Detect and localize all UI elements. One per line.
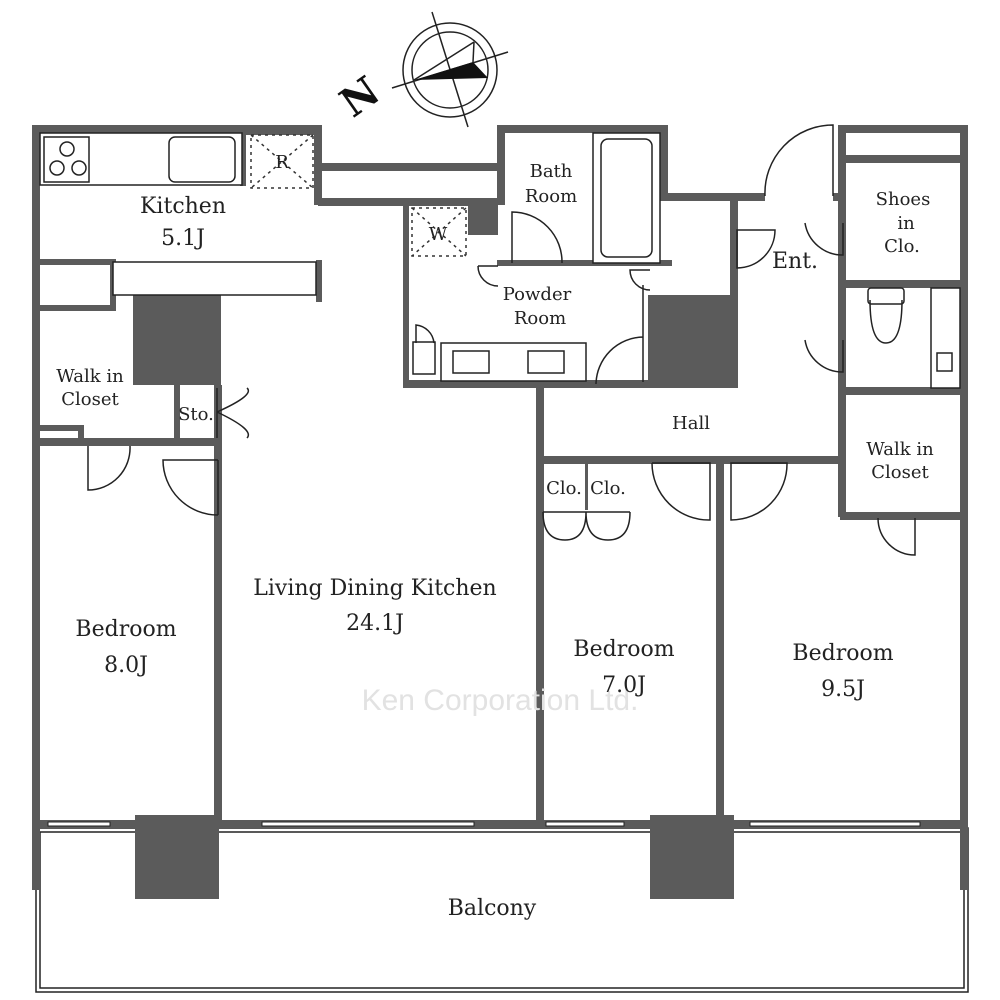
closet-2-label: Clo. [590, 478, 626, 499]
doors [87, 124, 916, 556]
bedroom-2-size: 7.0J [602, 673, 646, 698]
bath-label-1: Bath [530, 161, 573, 182]
washer-label: W [429, 224, 448, 245]
bedroom-2-label: Bedroom [573, 637, 674, 662]
walk-in-right-label-1: Walk in [866, 439, 934, 460]
washer-space [411, 207, 467, 257]
kitchen-counter [39, 132, 243, 186]
toilet-icon [867, 287, 961, 389]
shoes-label-3: Clo. [884, 236, 920, 257]
watermark: Ken Corporation Ltd. [362, 684, 639, 717]
shoes-label-1: Shoes [876, 189, 931, 210]
kitchen-label: Kitchen [140, 194, 226, 219]
walk-in-left-label-2: Closet [61, 389, 119, 410]
refrigerator-space [250, 134, 314, 189]
bathtub [592, 132, 661, 264]
windows [47, 821, 921, 827]
shoes-label-2: in [897, 213, 915, 234]
refrigerator-label: R [275, 152, 289, 173]
hall-label: Hall [672, 413, 710, 434]
ldk-size: 24.1J [346, 611, 404, 636]
bedroom-1-size: 8.0J [104, 653, 148, 678]
walk-in-left-label-1: Walk in [56, 366, 124, 387]
bath-label-2: Room [525, 186, 577, 207]
ldk-label: Living Dining Kitchen [253, 576, 496, 601]
north-label: N [332, 67, 389, 126]
powder-label-2: Room [514, 308, 566, 329]
walk-in-right-label-2: Closet [871, 462, 929, 483]
closet-1-label: Clo. [546, 478, 582, 499]
entrance-label: Ent. [772, 249, 818, 274]
kitchen-island [112, 261, 317, 296]
vanity-counter [412, 341, 587, 382]
bedroom-3-size: 9.5J [821, 677, 865, 702]
compass-icon [391, 11, 509, 128]
walls [32, 125, 968, 899]
powder-label-1: Powder [503, 284, 572, 305]
bedroom-1-label: Bedroom [75, 617, 176, 642]
kitchen-size: 5.1J [161, 226, 205, 251]
bedroom-3-label: Bedroom [792, 641, 893, 666]
storage-label: Sto. [178, 404, 214, 425]
balcony-label: Balcony [448, 896, 537, 921]
